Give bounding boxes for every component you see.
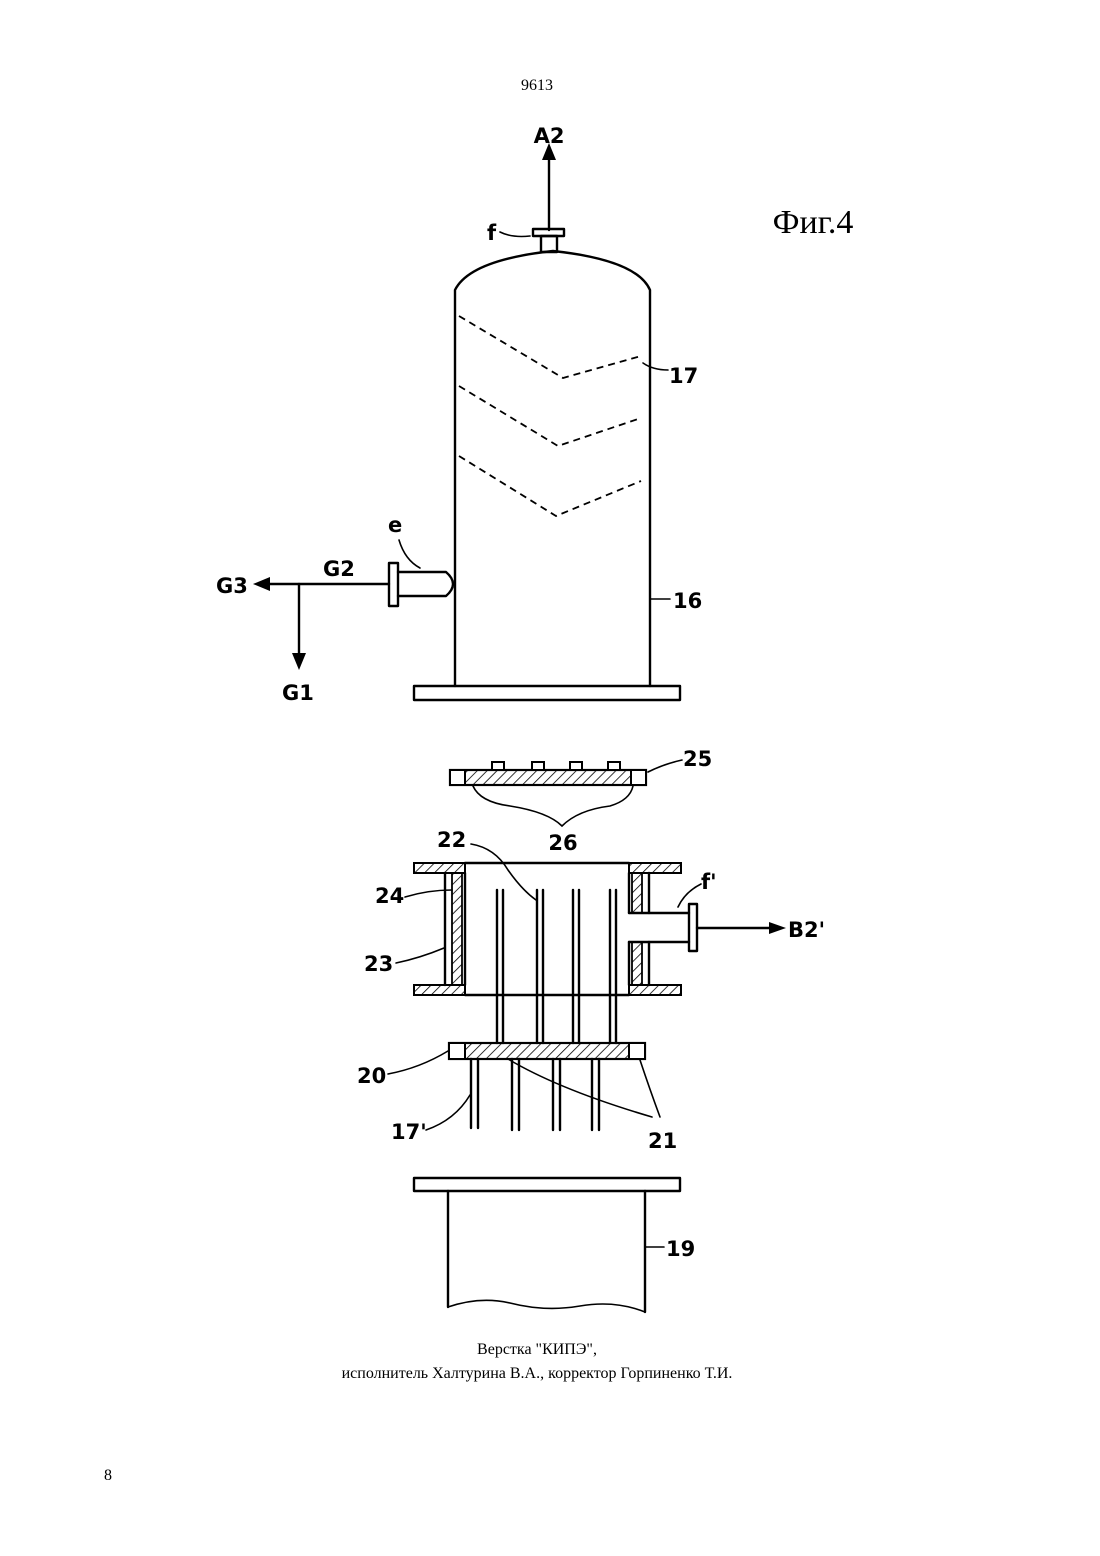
exchange-section: B2' f' 22 24 23 (364, 828, 825, 1043)
label-22: 22 (437, 828, 466, 852)
label-23: 23 (364, 952, 393, 976)
page-code: 9613 (521, 77, 553, 94)
top-nozzle-neck (541, 236, 557, 252)
leader-17 (643, 363, 668, 370)
label-19: 19 (666, 1237, 695, 1261)
b2-arrowhead (769, 922, 786, 934)
lower-shell-break-line (448, 1300, 645, 1312)
tube-sheet-25-boss-4 (608, 762, 620, 770)
side-outlet-pipe (629, 913, 689, 942)
tube-sheet-25-plate (450, 770, 646, 785)
label-20: 20 (357, 1064, 386, 1088)
upper-vessel: A2 f 17 e G2 G3 G1 16 (216, 124, 702, 705)
tube-sheet-25-boss-3 (570, 762, 582, 770)
label-f-prime: f' (701, 870, 717, 894)
tube-sheet-25-left-end (450, 770, 465, 785)
label-25: 25 (683, 747, 712, 771)
leader-25 (648, 760, 682, 772)
label-g1: G1 (282, 681, 314, 705)
baffle-chevron-2 (459, 386, 641, 446)
tube-sheet-25-right-end (631, 770, 646, 785)
leader-21-a (508, 1059, 652, 1117)
label-24: 24 (375, 884, 404, 908)
label-17: 17 (669, 364, 698, 388)
label-16: 16 (673, 589, 702, 613)
baffle-chevron-1 (459, 316, 641, 378)
g3-arrowhead (253, 577, 270, 591)
footer-line-1: Верстка "КИПЭ", (477, 1341, 597, 1358)
bottom-left-flange (414, 985, 465, 995)
label-26: 26 (548, 831, 577, 855)
tube-sheet-25: 25 26 (450, 747, 712, 855)
inner-wall-right-bottom (632, 942, 642, 985)
leader-21-b (640, 1060, 660, 1117)
leader-e (399, 540, 420, 568)
side-nozzle-flange (389, 563, 398, 606)
inner-wall-right-top (632, 873, 642, 913)
inner-wall-left (452, 873, 462, 985)
figure-title: Фиг.4 (773, 204, 854, 241)
leader-17-prime (426, 1095, 470, 1130)
label-f-top: f (487, 221, 497, 245)
tube-sheet-25-boss-1 (492, 762, 504, 770)
bottom-right-flange (629, 985, 681, 995)
label-a2: A2 (534, 124, 565, 148)
footer-line-2: исполнитель Халтурина В.А., корректор Го… (342, 1365, 733, 1382)
side-outlet-flange (689, 904, 697, 951)
vessel-shell (455, 251, 650, 686)
tube-sheet-20-plate (449, 1043, 645, 1059)
label-e: e (388, 513, 402, 537)
label-17-prime: 17' (391, 1120, 427, 1144)
tube-sheet-20: 20 17' 21 (357, 1043, 677, 1153)
top-right-flange (629, 863, 681, 873)
leader-20 (388, 1051, 448, 1074)
page-number: 8 (104, 1467, 112, 1484)
label-g2: G2 (323, 557, 355, 581)
tube-sheet-20-right-end (629, 1043, 645, 1059)
brace-26 (473, 786, 633, 826)
leader-f-top (500, 232, 530, 237)
baffle-chevron-3 (459, 456, 641, 516)
top-left-flange (414, 863, 465, 873)
label-g3: G3 (216, 574, 248, 598)
vessel-base-plate (414, 686, 680, 700)
lower-shell-19: 19 (414, 1178, 695, 1312)
label-21: 21 (648, 1129, 677, 1153)
g1-arrowhead (292, 653, 306, 670)
side-nozzle-body (398, 572, 453, 596)
label-b2: B2' (788, 918, 825, 942)
tube-sheet-20-left-end (449, 1043, 465, 1059)
tube-sheet-25-boss-2 (532, 762, 544, 770)
leader-23 (396, 948, 444, 963)
lower-shell-flange (414, 1178, 680, 1191)
